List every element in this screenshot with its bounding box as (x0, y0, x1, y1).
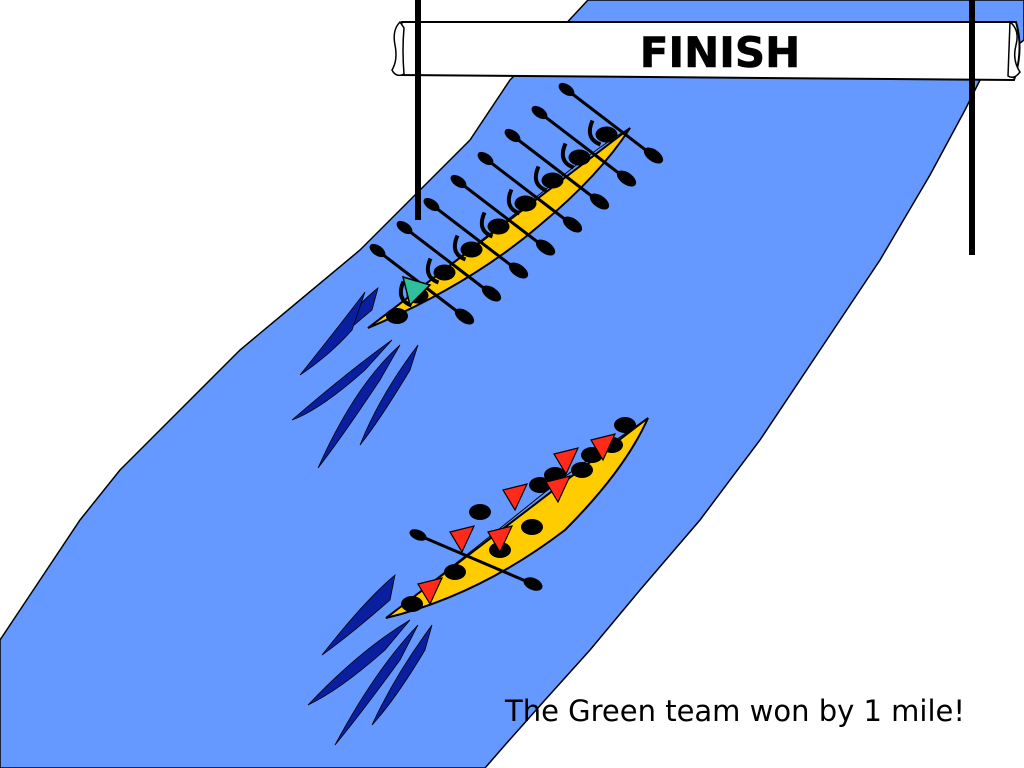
green-rower (531, 105, 637, 187)
red-rower (571, 462, 593, 478)
red-flag-icon (487, 525, 514, 554)
banner-label: FINISH (640, 28, 801, 77)
red-rower (401, 596, 423, 612)
red-paddle (417, 533, 536, 587)
race-result-caption: The Green team won by 1 mile! (505, 694, 965, 728)
red-flag-icon (545, 475, 572, 504)
red-flag-icon (502, 483, 529, 512)
red-rower (529, 477, 551, 493)
red-flag-icon (590, 433, 617, 462)
green-rower (386, 308, 408, 324)
red-flag-icon (417, 577, 444, 606)
red-rower (444, 564, 466, 580)
green-rower (504, 128, 610, 210)
red-rowers (401, 417, 636, 612)
green-coxswain-icon (401, 275, 432, 307)
green-rower (477, 151, 583, 233)
red-flag-icon (449, 525, 476, 554)
red-flag-icon (553, 447, 580, 476)
green-team-boat (367, 82, 664, 329)
red-rower (469, 504, 491, 520)
red-wake (307, 573, 433, 746)
finish-banner: FINISH (391, 0, 1021, 255)
red-rower (521, 519, 543, 535)
green-rower (423, 197, 529, 279)
green-rower (558, 82, 664, 164)
green-rower (396, 220, 502, 302)
red-team-boat (385, 417, 649, 619)
green-wake (291, 286, 419, 469)
green-rower (450, 174, 556, 256)
red-rower (614, 417, 636, 433)
